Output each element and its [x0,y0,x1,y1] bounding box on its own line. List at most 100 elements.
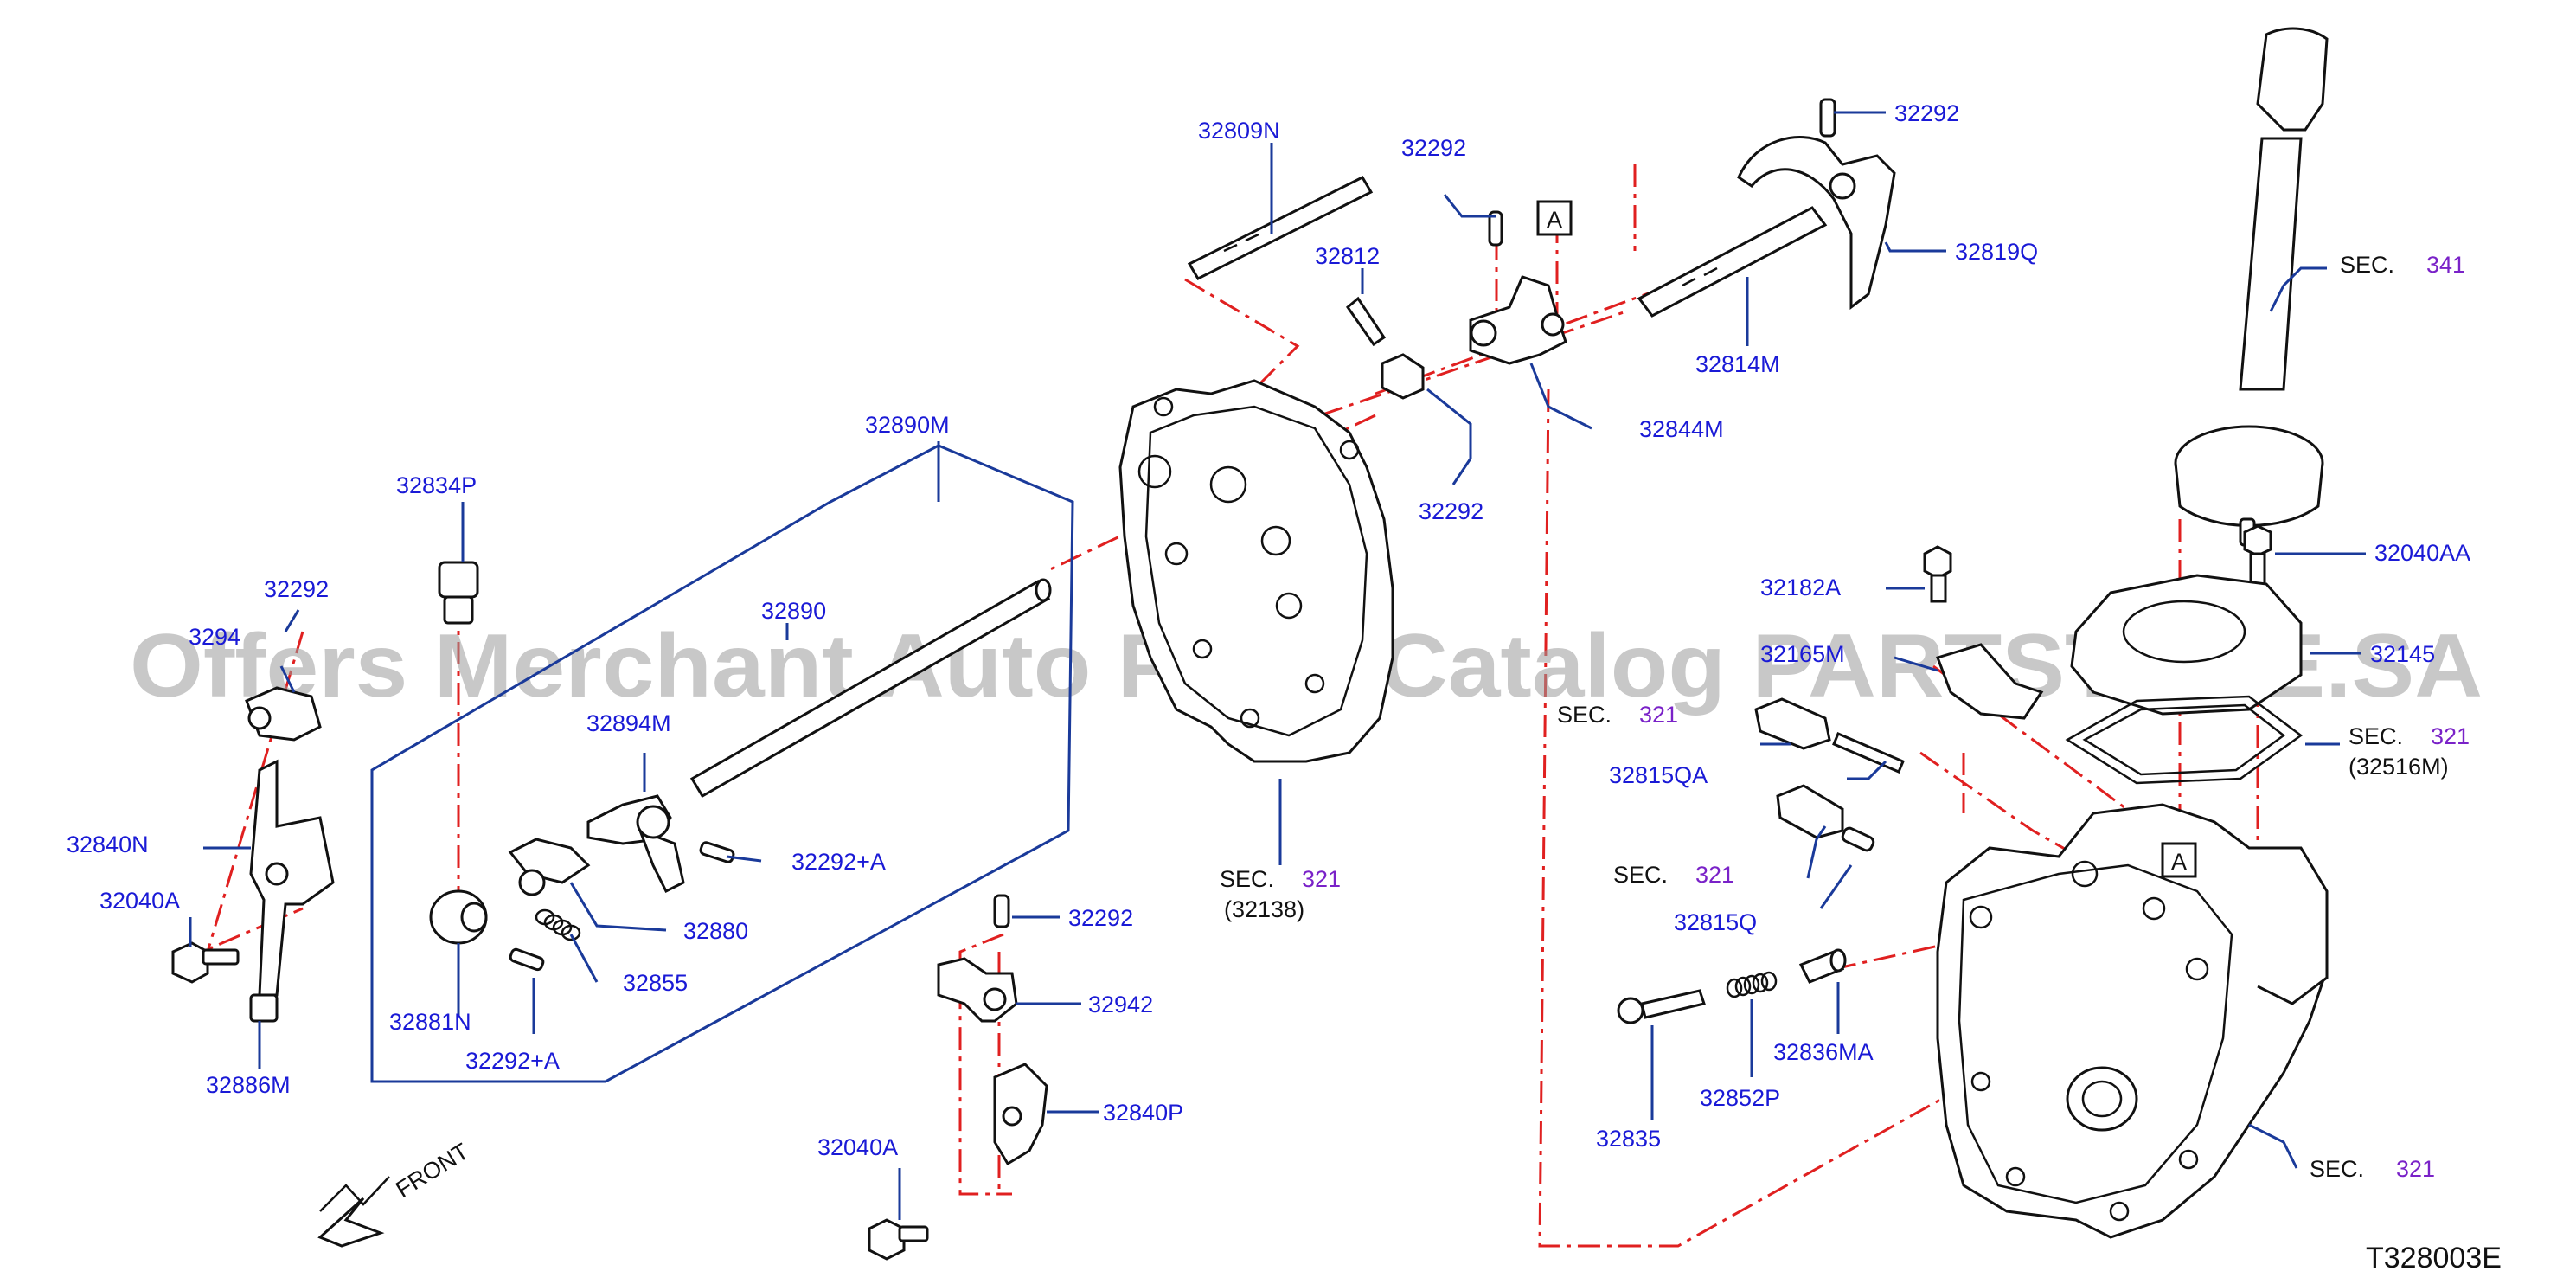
svg-text:321: 321 [1695,862,1734,888]
marker-a-bottom: A [2171,849,2187,875]
lever-32840n [249,759,335,997]
bracket-32165m [1936,643,2044,720]
sec-321-case-ref[interactable]: SEC. 321 (32138) [1220,866,1341,922]
bracket-32844m [1469,275,1567,365]
label-32814m[interactable]: 32814M [1695,351,1780,377]
sec-321-gasket-ref[interactable]: SEC. 321 (32516M) [2349,723,2470,780]
label-32855[interactable]: 32855 [623,970,688,996]
shaft-32890 [689,578,1052,799]
plug-32836ma [1798,948,1847,984]
housing-32145 [2070,574,2303,716]
gasket-32516m [2065,695,2304,785]
label-32292-top[interactable]: 32292 [1401,135,1466,161]
label-32040a-left[interactable]: 32040A [99,888,180,914]
svg-text:(32516M): (32516M) [2349,754,2449,780]
bolt-32182a [1923,545,1952,603]
leader-lines [189,111,2366,1220]
bolt-32040a-bottom [868,1218,929,1261]
svg-text:321: 321 [2396,1156,2435,1182]
label-32292-mid[interactable]: 32292 [1419,498,1483,524]
svg-text:341: 341 [2426,252,2465,278]
label-32145[interactable]: 32145 [2370,641,2435,667]
lever-32942 [937,957,1018,1023]
bracket-32880 [508,838,591,896]
label-32890[interactable]: 32890 [761,598,826,624]
label-32165m[interactable]: 32165M [1760,641,1845,667]
spring-32852p [1726,971,1778,998]
svg-text:SEC.: SEC. [1220,866,1274,892]
sec-341-ref[interactable]: SEC. 341 [2340,252,2465,278]
label-32844m[interactable]: 32844M [1639,416,1724,442]
marker-a-top: A [1547,207,1562,233]
label-32182a[interactable]: 32182A [1760,575,1841,600]
diagram-code: T328003E [2366,1242,2502,1274]
svg-text:SEC.: SEC. [2340,252,2394,278]
label-32815q[interactable]: 32815Q [1674,909,1757,935]
label-32886m[interactable]: 32886M [206,1072,291,1098]
label-32292a-upper[interactable]: 32292+A [791,849,886,875]
svg-text:SEC.: SEC. [2349,723,2403,749]
label-32880[interactable]: 32880 [683,918,748,944]
label-32890m[interactable]: 32890M [865,412,950,438]
label-32815qa[interactable]: 32815QA [1609,762,1708,788]
rod-32814m [1637,206,1828,318]
label-32292-lower[interactable]: 32292 [1068,905,1133,931]
switch-32815q [1776,784,1875,852]
pin-32292-top [1488,210,1503,247]
block-32886m [249,993,279,1023]
label-32834p[interactable]: 32834P [396,472,477,498]
section-references: SEC. 341 SEC. 321 (32138) SEC. 321 (3251… [1220,252,2470,1182]
sec-321-trans-ref[interactable]: SEC. 321 [2310,1156,2435,1182]
bracket-left-top [245,686,322,742]
bolt-32040a-left [171,941,240,984]
label-32809n[interactable]: 32809N [1198,118,1280,144]
label-32836ma[interactable]: 32836MA [1773,1039,1874,1065]
front-label: FRONT [391,1138,473,1203]
label-32835[interactable]: 32835 [1596,1126,1661,1152]
label-32292-top-right[interactable]: 32292 [1894,100,1959,126]
bolt-32040aa [2243,524,2272,586]
label-32852p[interactable]: 32852P [1700,1085,1780,1111]
front-arrow-icon [317,1176,390,1248]
pin-32292-top-right [1819,98,1836,138]
fork-32819q [1737,136,1896,310]
label-32292-left[interactable]: 32292 [264,576,329,602]
transmission-case [1936,803,2329,1239]
label-32040a-bottom[interactable]: 32040A [817,1134,898,1160]
svg-text:SEC.: SEC. [1613,862,1668,888]
sec-321-switch2-ref[interactable]: SEC. 321 [1613,862,1734,888]
label-32840n[interactable]: 32840N [67,831,149,857]
detent-plunger-32835 [1617,989,1706,1024]
label-32881n[interactable]: 32881N [389,1009,471,1035]
pin-32812 [1345,296,1387,347]
nut-32292 [1381,353,1425,400]
lever-32840p [993,1063,1048,1166]
collar-32881n [429,889,488,945]
label-32292a-lower[interactable]: 32292+A [465,1048,560,1074]
spring-32855 [535,908,581,941]
label-32942[interactable]: 32942 [1088,992,1153,1018]
svg-text:321: 321 [1639,702,1678,728]
marker-a-box-top [1536,200,1573,236]
svg-text:SEC.: SEC. [1557,702,1612,728]
svg-text:321: 321 [1302,866,1341,892]
label-32894m[interactable]: 32894M [586,710,671,736]
label-3294-left[interactable]: 3294 [189,624,240,650]
svg-text:SEC.: SEC. [2310,1156,2364,1182]
pin-32292a-lower [509,947,545,972]
case-housing-center [1118,379,1394,763]
marker-a-box-bottom [2161,842,2197,878]
label-32819q[interactable]: 32819Q [1955,239,2038,265]
part-labels: 32809N 32292 32292 32819Q 32812 32814M 3… [67,100,2470,1160]
label-32812[interactable]: 32812 [1315,243,1380,269]
shift-lever [2174,27,2329,547]
parts: A [171,27,2329,1261]
svg-text:321: 321 [2431,723,2470,749]
lever-32894m [586,794,685,894]
sec-321-switch1-ref[interactable]: SEC. 321 [1557,702,1678,728]
pin-32292-lower [993,894,1010,928]
rod-32809n [1187,176,1374,280]
label-32840p[interactable]: 32840P [1103,1100,1183,1126]
label-32040aa[interactable]: 32040AA [2374,540,2470,566]
